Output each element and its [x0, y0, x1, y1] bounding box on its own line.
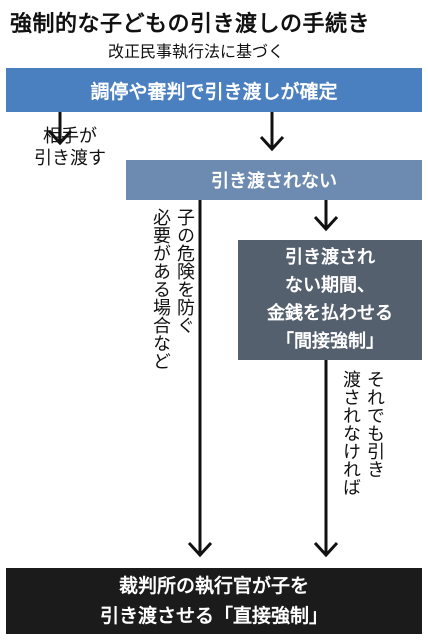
edge-label-danger-line: 必要がある場合など	[150, 208, 171, 370]
arrowhead-icon	[47, 129, 73, 146]
node-indirect-line: ない期間、	[285, 275, 375, 296]
node-handed-over: 相手が 引き渡す	[34, 126, 106, 170]
arrowhead-icon	[259, 135, 285, 152]
node-direct-enforcement: 裁判所の執行官が子を 引き渡させる「直接強制」	[6, 568, 422, 634]
page-title: 強制的な子どもの引き渡しの手続き	[10, 12, 371, 37]
edge-label-still: それでも引き 渡されなければ	[338, 370, 386, 560]
edge-label-danger-line: 子の危険を防ぐ	[174, 208, 195, 334]
edge-label-still-line: それでも引き	[364, 370, 385, 478]
node-confirmed: 調停や審判で引き渡しが確定	[6, 68, 422, 112]
node-handed-over-line: 相手が	[43, 126, 97, 147]
edge-label-still-line: 渡されなければ	[340, 370, 361, 496]
page-subtitle: 改正民事執行法に基づく	[108, 42, 285, 61]
node-indirect-enforcement: 引き渡され ない期間、 金銭を払わせる 「間接強制」	[238, 240, 422, 360]
node-handed-over-line: 引き渡す	[34, 148, 106, 169]
edge-label-danger: 子の危険を防ぐ 必要がある場合など	[148, 208, 196, 468]
arrowhead-icon	[187, 541, 213, 558]
node-not-handed-label: 引き渡されない	[211, 171, 337, 192]
node-confirmed-label: 調停や審判で引き渡しが確定	[90, 80, 338, 103]
node-direct-line: 引き渡させる「直接強制」	[99, 605, 328, 627]
node-indirect-line: 金銭を払わせる	[267, 303, 393, 324]
arrowhead-icon	[313, 541, 339, 558]
arrowhead-icon	[313, 215, 339, 232]
node-not-handed: 引き渡されない	[126, 160, 422, 200]
node-direct-line: 裁判所の執行官が子を	[118, 575, 309, 597]
node-indirect-line: 「間接強制」	[276, 331, 384, 352]
node-indirect-line: 引き渡され	[285, 247, 375, 268]
